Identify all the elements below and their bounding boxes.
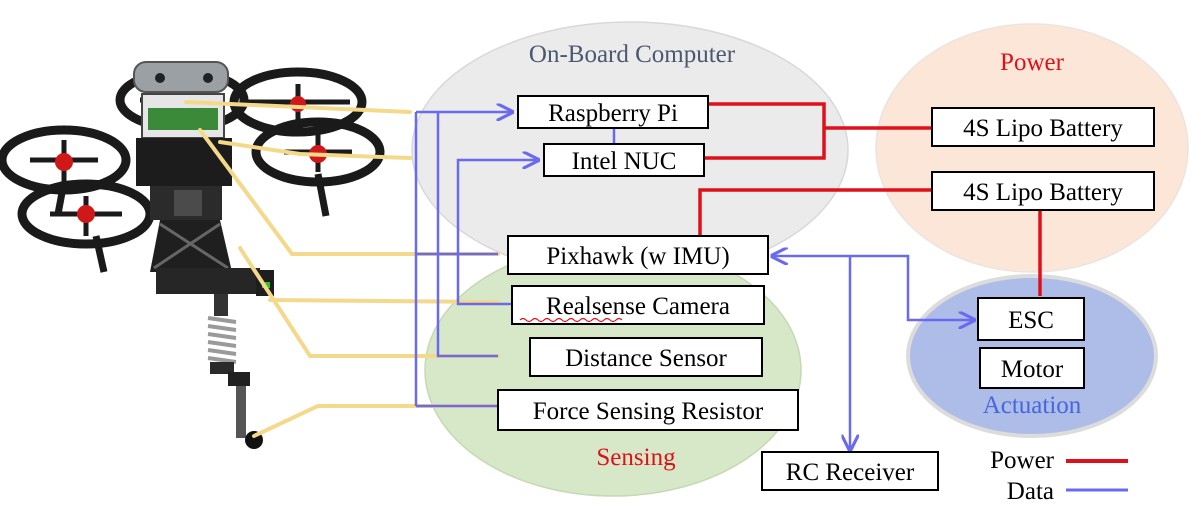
legend-data-label: Data [1007, 478, 1054, 505]
intel-nuc-label: Intel NUC [572, 148, 677, 175]
legend-power-label: Power [990, 447, 1055, 474]
rc-receiver-label: RC Receiver [786, 459, 915, 486]
node-realsense-camera: Realsense Camera [511, 285, 765, 325]
force-sensor-label: Force Sensing Resistor [533, 398, 764, 425]
node-motor: Motor [979, 347, 1085, 389]
raspberry-pi-label: Raspberry Pi [548, 100, 678, 127]
sensing-group-label: Sensing [596, 444, 676, 471]
realsense-camera-label: Realsense Camera [546, 293, 730, 320]
legend: Power Data [990, 447, 1128, 505]
drone-body [136, 138, 232, 186]
onboard-group-label: On-Board Computer [529, 41, 736, 68]
prop-guard-rear-right [229, 67, 367, 137]
node-battery-2: 4S Lipo Battery [931, 171, 1155, 211]
node-pixhawk: Pixhawk (w IMU) [507, 235, 769, 275]
drone-illustration [0, 61, 385, 449]
distance-sensor-label: Distance Sensor [565, 345, 727, 372]
battery-1-label: 4S Lipo Battery [963, 115, 1123, 142]
node-battery-1: 4S Lipo Battery [931, 107, 1155, 147]
pixhawk-label: Pixhawk (w IMU) [546, 243, 729, 270]
node-intel-nuc: Intel NUC [543, 143, 705, 177]
data-lines [414, 112, 974, 450]
power-lines [698, 102, 1042, 296]
node-esc: ESC [977, 297, 1085, 341]
battery-2-label: 4S Lipo Battery [963, 179, 1123, 206]
actuation-group-label: Actuation [983, 392, 1082, 419]
node-raspberry-pi: Raspberry Pi [517, 95, 709, 129]
node-force-sensor: Force Sensing Resistor [497, 389, 799, 431]
esc-label: ESC [1008, 307, 1054, 334]
node-rc-receiver: RC Receiver [761, 451, 939, 491]
node-distance-sensor: Distance Sensor [529, 337, 763, 377]
camera-module [133, 61, 229, 93]
power-group-label: Power [1000, 49, 1065, 76]
motor-label: Motor [1001, 356, 1064, 383]
